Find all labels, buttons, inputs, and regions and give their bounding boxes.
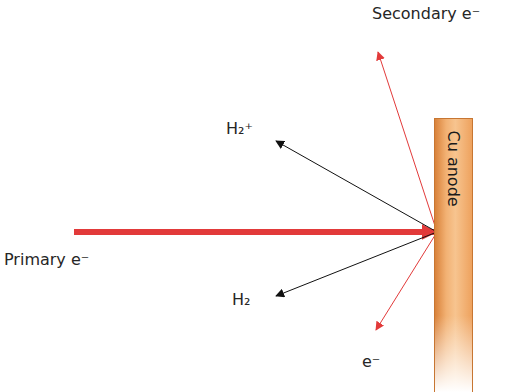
scattered-electron-arrow [376, 232, 437, 330]
anode-label: Cu anode [444, 131, 463, 207]
molecule-arrow [276, 232, 437, 296]
particle-label: H₂⁺ [226, 119, 253, 138]
particle-label: Secondary e⁻ [372, 4, 480, 23]
particle-label: Primary e⁻ [4, 250, 89, 269]
secondary-electron-arrow [378, 52, 437, 232]
primary-beam-arrow [74, 229, 436, 235]
particle-label: H₂ [232, 290, 250, 309]
ion-arrow [276, 141, 437, 232]
anode-block: Cu anode [434, 118, 473, 392]
particle-label: e⁻ [362, 352, 380, 371]
